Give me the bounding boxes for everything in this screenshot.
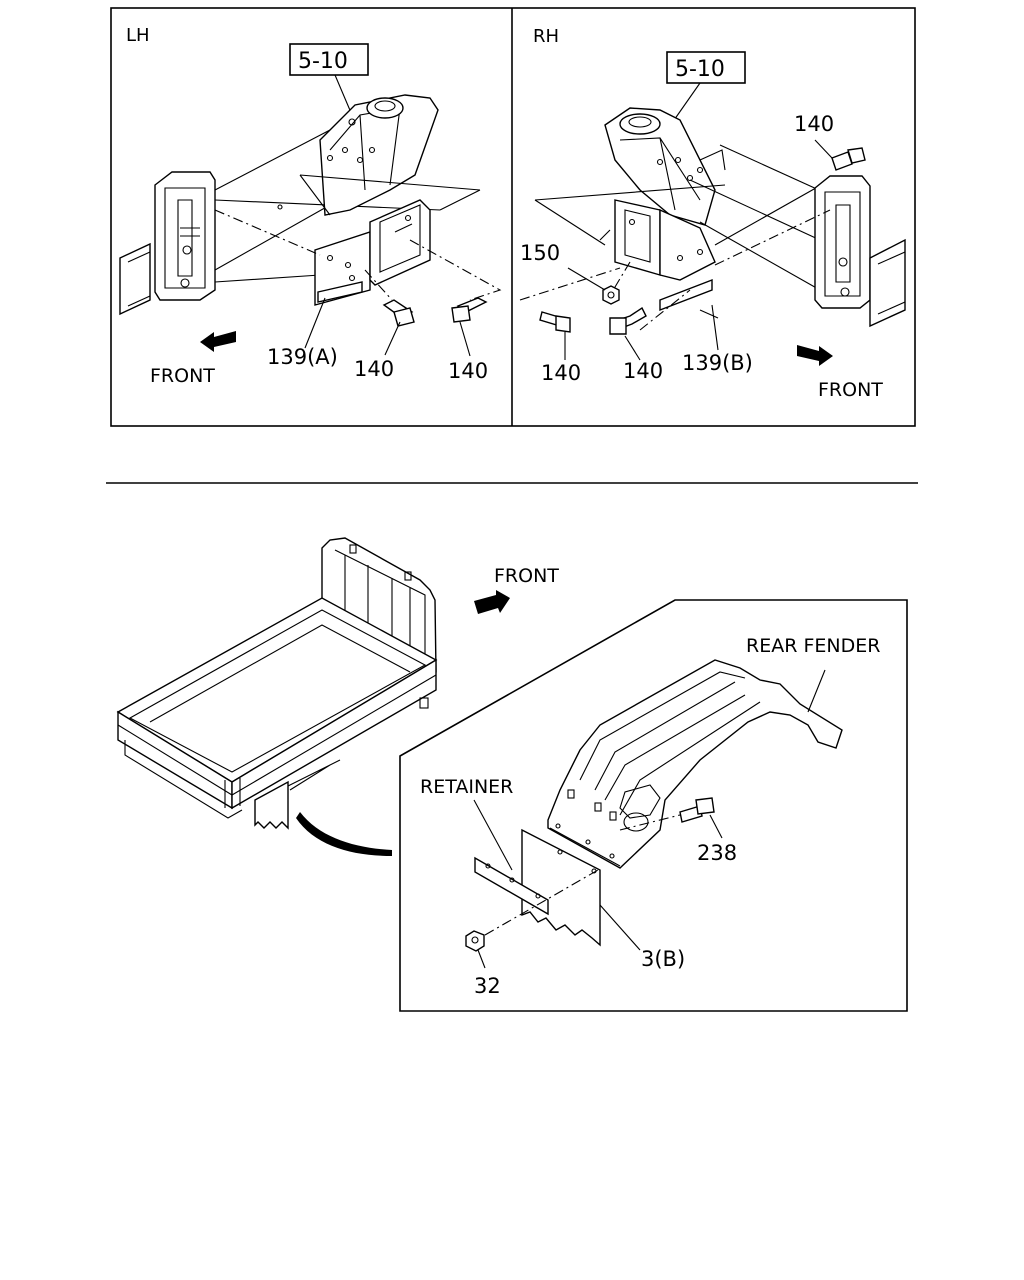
bolt-238-label: 238 [697,841,737,865]
lh-front-arrow-icon [200,331,236,352]
bottom-front-arrow-icon [474,590,510,614]
rh-front-arrow-icon [797,345,833,366]
retainer-label: RETAINER [420,776,513,798]
rh-front-label: FRONT [818,379,883,401]
rh-frame-rail [814,175,906,328]
mudflap-label: 3(B) [641,947,685,971]
nut-32 [465,930,485,952]
lh-bolt-a [382,299,415,327]
rh-callout-140-b: 140 [623,359,663,383]
truck-bed [116,537,438,830]
lh-frame-rail [119,171,216,316]
rh-nut-150 [602,285,620,305]
rh-callout-140-a: 140 [541,361,581,385]
rh-bolt-top [831,147,866,171]
lh-ref-box-label: 5-10 [298,49,348,74]
lh-ref-box [289,43,369,76]
rh-bolt-b [609,306,647,335]
rh-panel: RH 5-10 [519,26,906,401]
rear-fender-label: REAR FENDER [746,635,880,657]
rh-ref-box [666,51,746,84]
lh-front-label: FRONT [150,365,215,387]
detail-frame [399,599,908,1012]
rh-mounting-bracket [614,199,719,319]
lh-mounting-bracket [314,199,431,306]
bottom-front-label: FRONT [494,565,559,587]
lh-bolt-b [451,297,488,323]
rh-callout-140-top: 140 [794,112,834,136]
lh-callout-140-b: 140 [448,359,488,383]
bolt-238 [679,797,715,823]
lh-callout-139a: 139(A) [267,345,338,369]
lh-panel: LH 5-10 [119,25,502,387]
lh-side-label: LH [126,25,150,46]
rear-fender [547,659,843,869]
top-frame [110,7,916,427]
lh-hanger-bracket [277,94,439,216]
detail-pointer-arrow-icon [296,812,392,856]
rh-bolt-a [539,311,571,333]
rh-hanger-bracket [604,107,726,226]
mudflap [521,828,601,947]
nut-32-label: 32 [474,974,501,998]
rh-side-label: RH [533,26,559,47]
lh-callout-140-a: 140 [354,357,394,381]
retainer [474,856,549,916]
rh-callout-150: 150 [520,241,560,265]
rh-callout-139b: 139(B) [682,351,753,375]
rh-ref-box-label: 5-10 [675,57,725,82]
